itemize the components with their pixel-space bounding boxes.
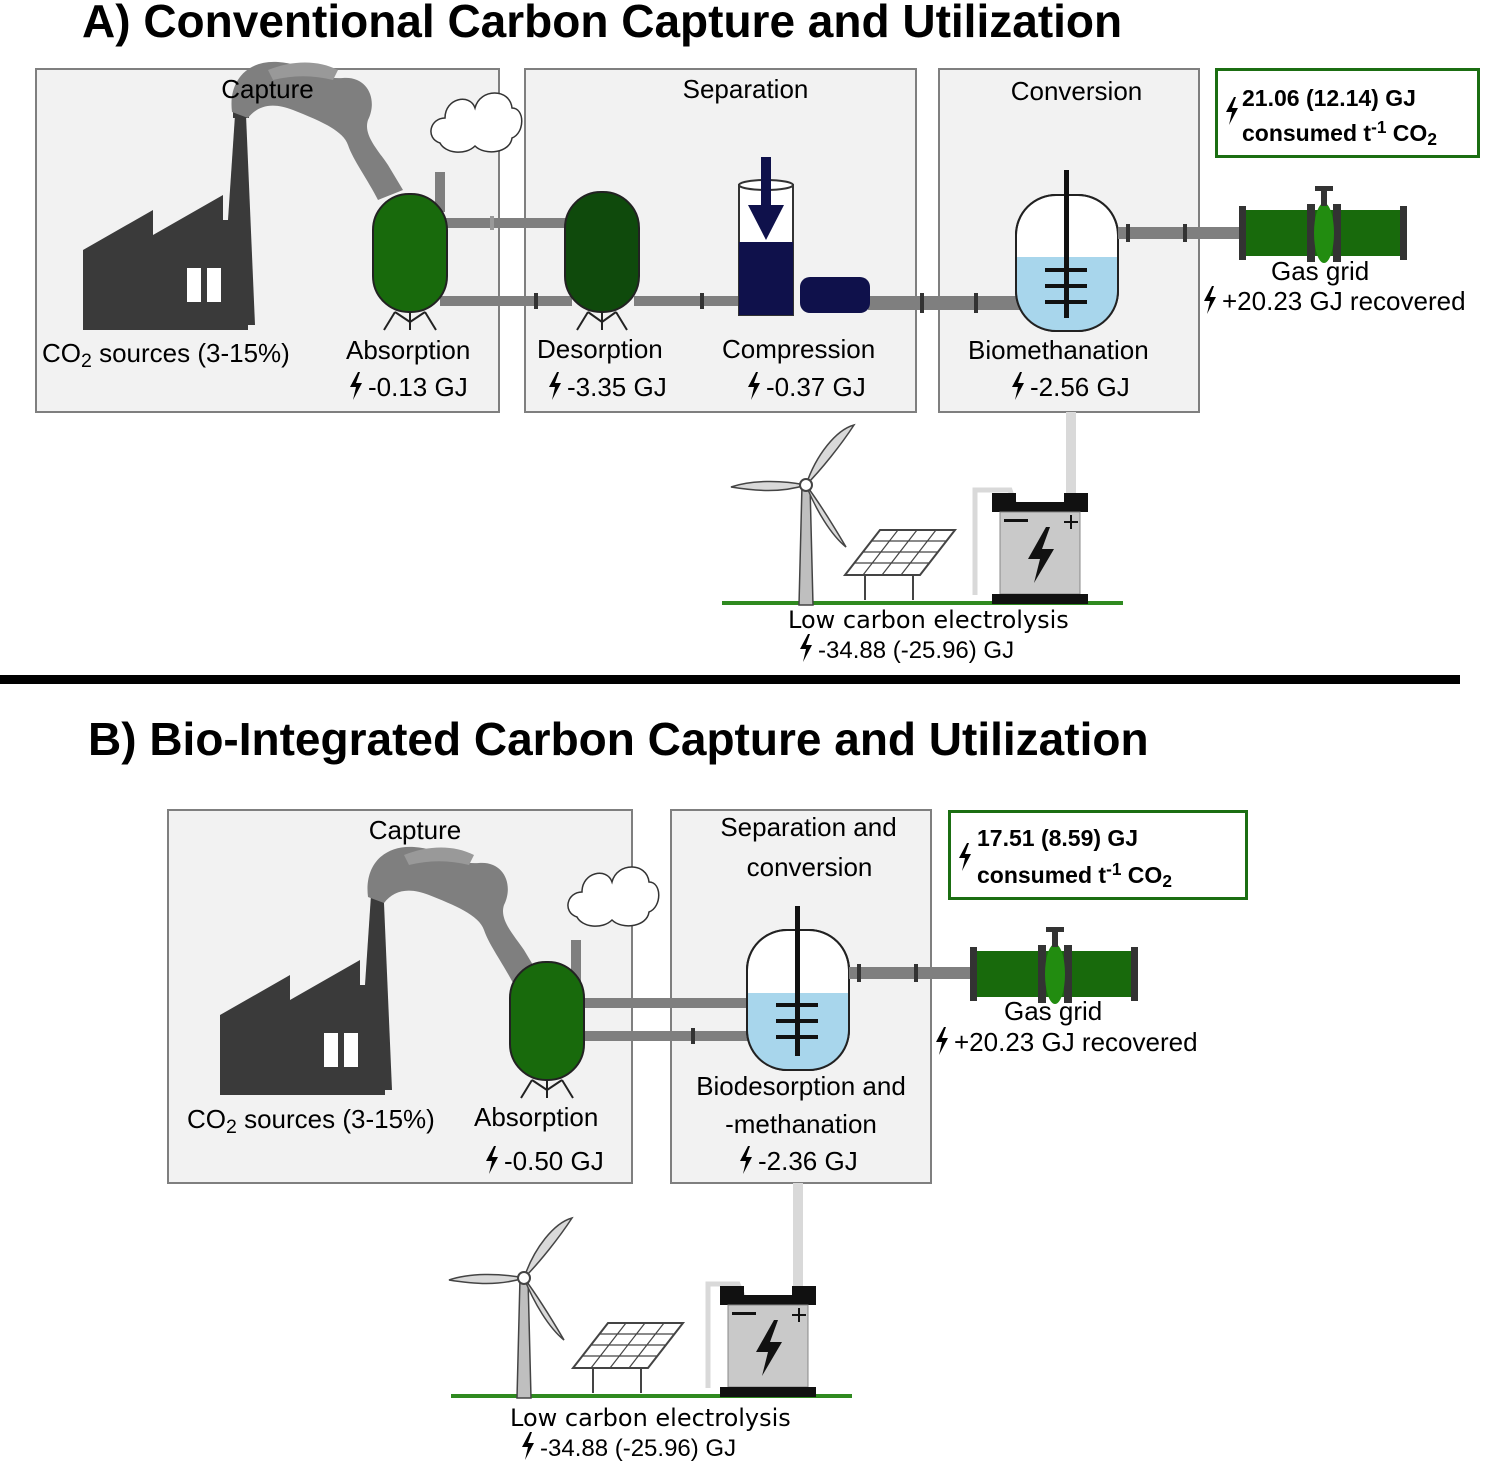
desorber-vessel-icon [564, 191, 640, 313]
absorber-vessel-icon [509, 961, 585, 1081]
compression-energy-a: -0.37 GJ [746, 372, 866, 403]
panel-a-title: A) Conventional Carbon Capture and Utili… [82, 0, 1123, 47]
lightning-icon [484, 1146, 500, 1174]
summary-unit-b: consumed t-1 CO2 [977, 859, 1172, 892]
stage-capture-b: Capture [368, 815, 462, 845]
lightning-icon [348, 372, 364, 400]
lightning-icon [1010, 372, 1026, 400]
lightning-icon [798, 634, 814, 662]
gas-grid-label-b: Gas grid [1004, 996, 1103, 1026]
stage-separation-b-line1: Separation and [720, 812, 897, 842]
gas-grid-energy-b: +20.23 GJ recovered [934, 1027, 1198, 1058]
gas-grid-label-a: Gas grid [1271, 256, 1370, 286]
desorption-energy-a: -3.35 GJ [547, 372, 667, 403]
panel-b-graphics [167, 809, 1138, 1399]
biodesorption-label-b-line1: Biodesorption and [696, 1071, 906, 1101]
lightning-icon [957, 843, 973, 871]
biodesorption-energy-b: -2.36 GJ [738, 1146, 858, 1177]
solar-panel-icon [572, 1322, 684, 1394]
co2-sources-label-a: CO2 sources (3-15%) [42, 338, 290, 372]
lightning-icon [547, 372, 563, 400]
wind-turbine-icon [730, 424, 855, 606]
summary-energy-b: 17.51 (8.59) GJ [977, 825, 1139, 851]
co2-sources-label-b: CO2 sources (3-15%) [187, 1104, 435, 1138]
stage-capture-a: Capture [221, 74, 314, 104]
absorption-label-b: Absorption [474, 1102, 599, 1132]
storage-tank-icon [800, 277, 870, 313]
lightning-icon [746, 372, 762, 400]
gas-grid-pipe-icon [1239, 186, 1407, 263]
desorption-label-a: Desorption [537, 334, 663, 364]
absorption-label-a: Absorption [346, 335, 471, 365]
electrolysis-label-b: Low carbon electrolysis [510, 1404, 791, 1432]
stage-separation-a: Separation [682, 74, 809, 104]
panel-divider [0, 675, 1460, 684]
absorption-energy-b: -0.50 GJ [484, 1146, 604, 1177]
summary-box-a: 21.06 (12.14) GJ consumed t-1 CO2 [1215, 68, 1480, 158]
electrolysis-label-a: Low carbon electrolysis [788, 606, 1069, 634]
stage-conversion-a: Conversion [1010, 76, 1143, 106]
absorption-energy-a: -0.13 GJ [348, 372, 468, 403]
lightning-icon [934, 1027, 950, 1055]
absorber-vessel-icon [372, 193, 448, 313]
panel-b-title: B) Bio-Integrated Carbon Capture and Uti… [88, 713, 1149, 765]
gas-grid-pipe-icon [970, 927, 1138, 1004]
panel-a-graphics [35, 61, 1407, 606]
electrolysis-energy-a: -34.88 (-25.96) GJ [798, 634, 1014, 665]
summary-unit-a: consumed t-1 CO2 [1242, 117, 1437, 150]
battery-icon [719, 1285, 817, 1398]
lightning-icon [1224, 97, 1240, 125]
lightning-icon [1202, 286, 1218, 314]
compression-label-a: Compression [722, 334, 876, 364]
wind-turbine-icon [448, 1217, 573, 1399]
summary-energy-a: 21.06 (12.14) GJ [1242, 85, 1416, 111]
summary-box-b: 17.51 (8.59) GJ consumed t-1 CO2 [948, 810, 1248, 900]
electrolysis-energy-b: -34.88 (-25.96) GJ [520, 1432, 736, 1463]
gas-grid-energy-a: +20.23 GJ recovered [1202, 286, 1466, 317]
separation-conversion-box-b [670, 809, 932, 1184]
lightning-icon [520, 1432, 536, 1460]
biomethanation-label-a: Biomethanation [968, 335, 1149, 365]
biomethanation-energy-a: -2.56 GJ [1010, 372, 1130, 403]
lightning-icon [738, 1146, 754, 1174]
biodesorption-label-b-line2: -methanation [725, 1109, 877, 1139]
stage-separation-b-line2: conversion [746, 852, 873, 882]
solar-panel-icon [844, 529, 956, 601]
battery-icon [991, 492, 1089, 605]
pipe-icon [440, 218, 572, 228]
arrow-down-icon [748, 205, 784, 240]
